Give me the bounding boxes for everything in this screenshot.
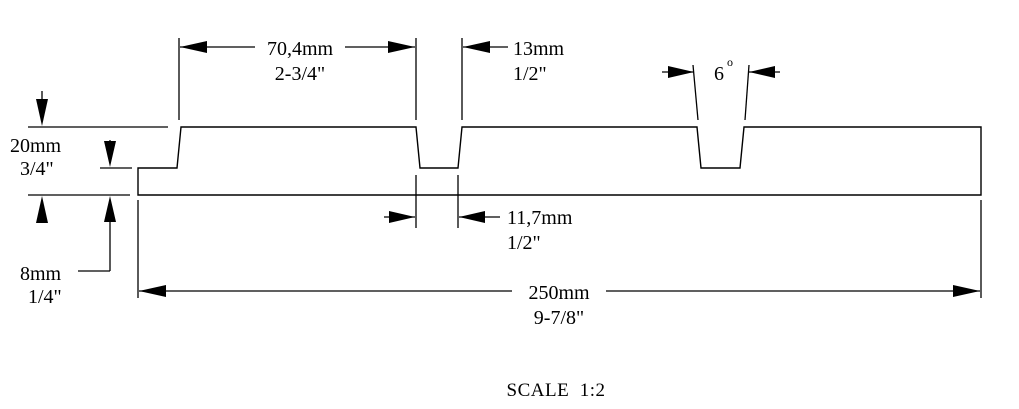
dim-length-mm: 250mm — [528, 282, 590, 304]
dim-step-width: 70,4mm 2-3/4" — [178, 38, 417, 120]
arrow-right-icon — [668, 66, 694, 78]
dim-slot-top-in: 1/2" — [513, 63, 547, 85]
dim-step: 8mm 1/4" — [20, 140, 132, 308]
dim-slot-bottom: 11,7mm 1/2" — [384, 175, 573, 254]
dim-slot-bottom-in: 1/2" — [507, 232, 541, 254]
dim-height-in: 3/4" — [20, 158, 54, 180]
arrow-left-icon — [180, 41, 207, 53]
arrow-down-icon — [36, 99, 48, 126]
dim-step-mm: 8mm — [20, 263, 62, 285]
dim-length-in: 9-7/8" — [534, 307, 584, 329]
degree-symbol: o — [727, 55, 733, 69]
arrow-left-icon — [459, 211, 485, 223]
arrow-up-icon — [36, 196, 48, 223]
arrow-left-icon — [749, 66, 775, 78]
part-outline — [137, 126, 982, 196]
dim-angle: 6 o — [662, 55, 780, 121]
arrow-left-icon — [463, 41, 490, 53]
arrow-right-icon — [953, 285, 980, 297]
dim-length: 250mm 9-7/8" — [137, 200, 982, 329]
dim-slot-top: 13mm 1/2" — [461, 38, 565, 120]
dim-slot-bottom-mm: 11,7mm — [507, 207, 573, 229]
arrow-left-icon — [139, 285, 166, 297]
dim-height-mm: 20mm — [10, 135, 62, 157]
dim-height: 20mm 3/4" — [10, 91, 168, 223]
dim-step-width-mm: 70,4mm — [267, 38, 334, 60]
dim-slot-top-mm: 13mm — [513, 38, 565, 60]
dim-step-width-in: 2-3/4" — [275, 63, 325, 85]
arrow-down-icon — [104, 141, 116, 167]
arrow-up-icon — [104, 196, 116, 222]
arrow-right-icon — [388, 41, 415, 53]
dim-angle-value: 6 — [714, 63, 724, 85]
scale-label: SCALE 1:2 — [507, 380, 606, 401]
arrow-right-icon — [389, 211, 415, 223]
dim-step-in: 1/4" — [28, 286, 62, 308]
